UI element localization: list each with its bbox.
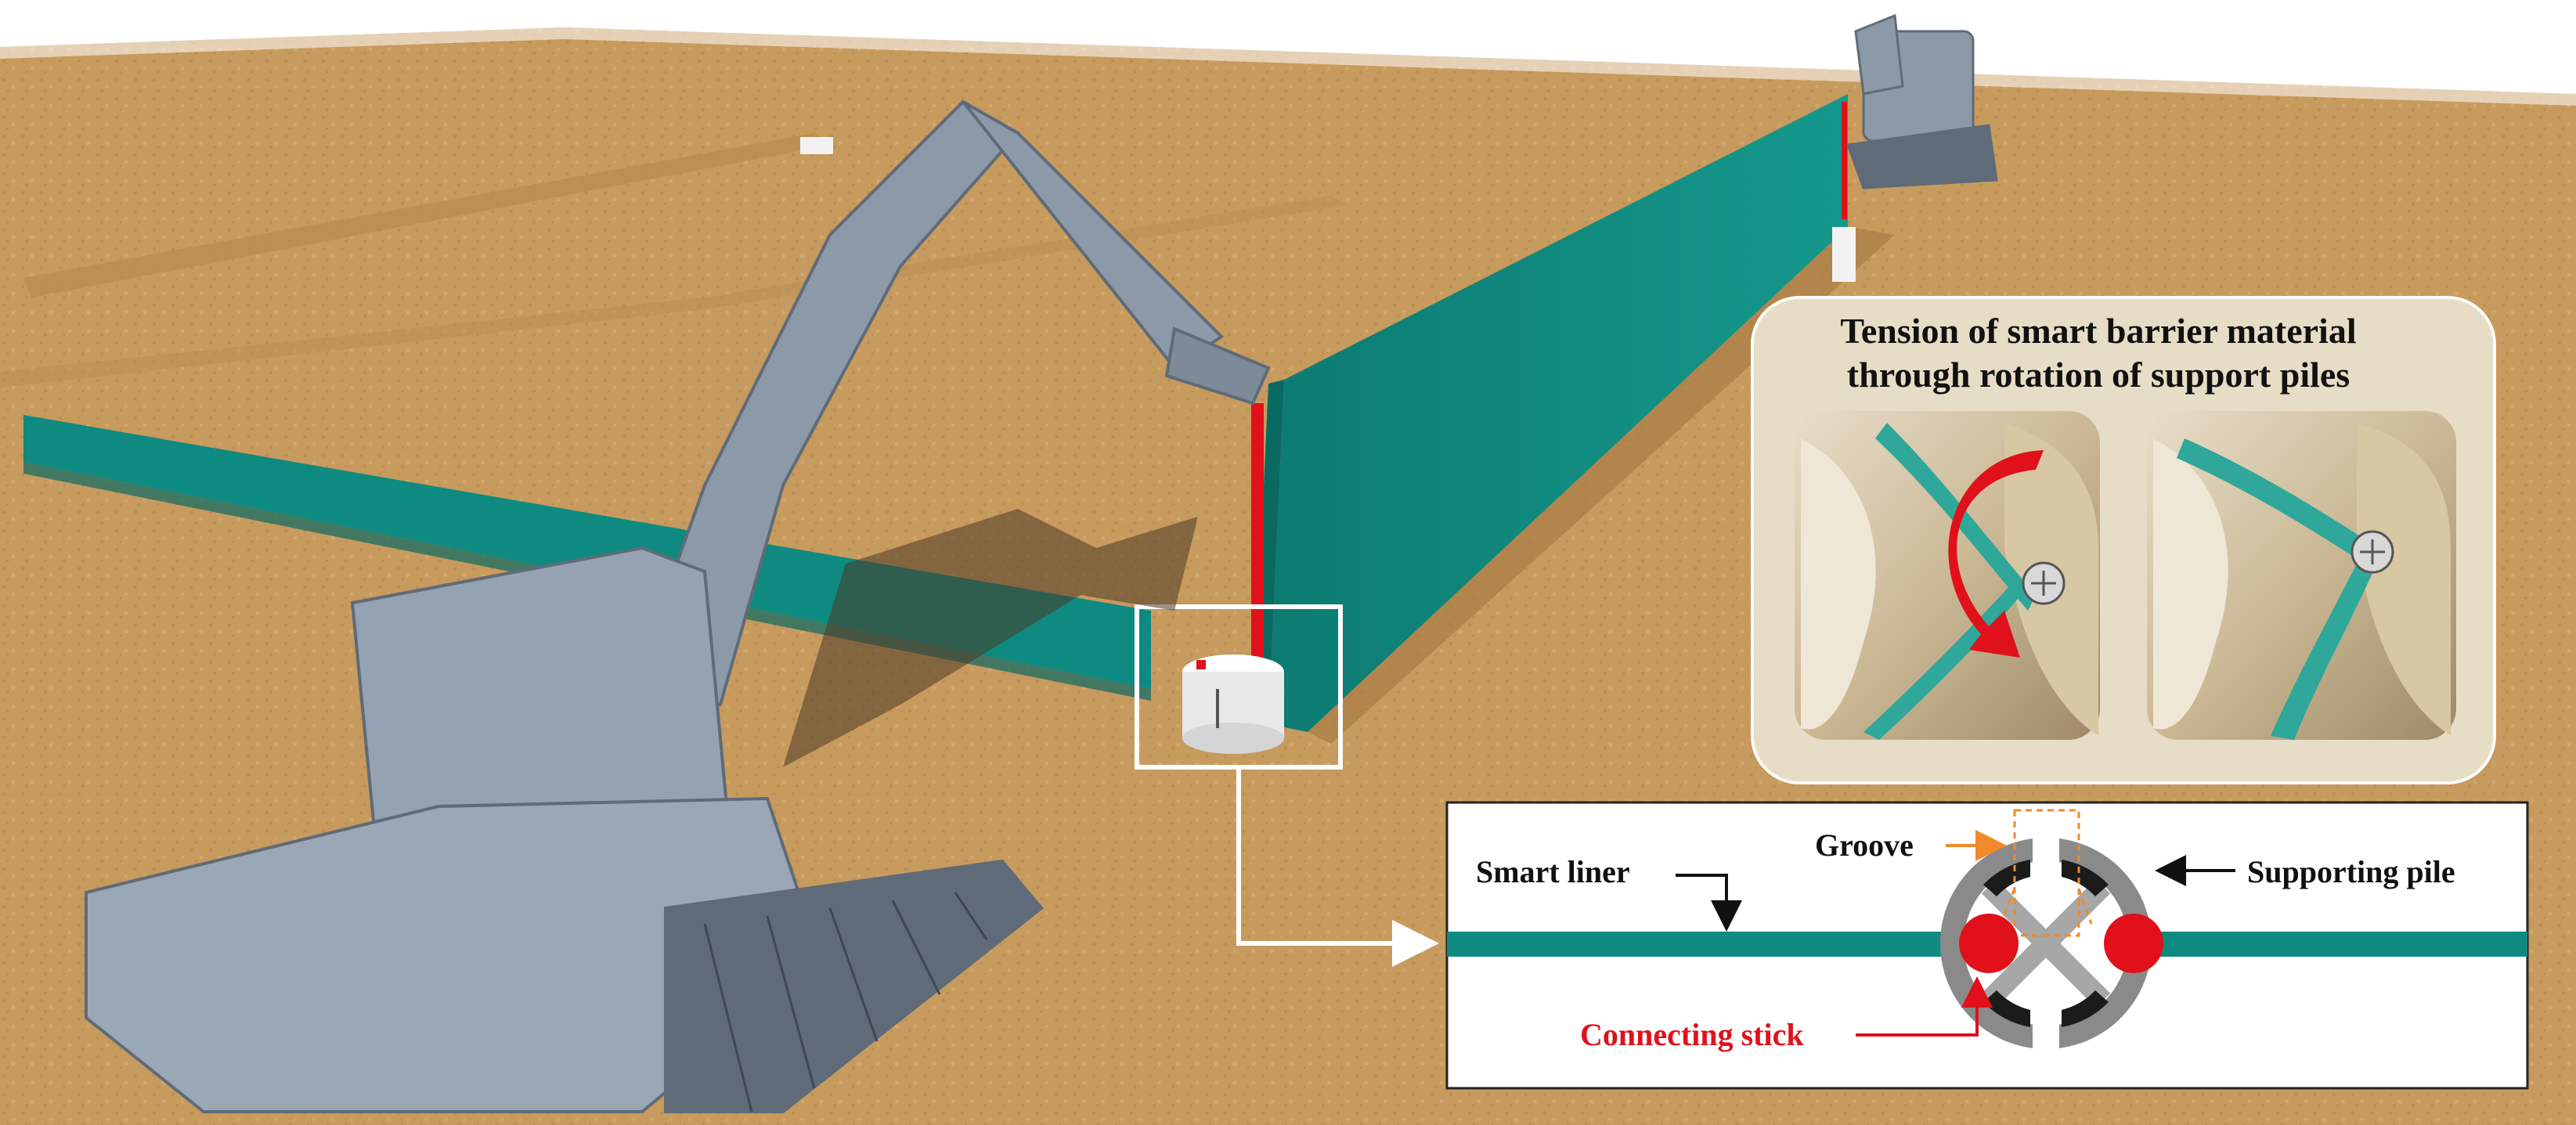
distant-pile <box>800 137 833 154</box>
callout-title-line1: Tension of smart barrier material <box>1840 311 2357 351</box>
excavator-icon <box>85 99 1271 1113</box>
supporting-pile-label: Supporting pile <box>2247 854 2455 889</box>
photo-before-rotation <box>1795 411 2100 740</box>
connecting-stick-label: Connecting stick <box>1580 1017 1804 1052</box>
distant-trench <box>23 133 830 297</box>
far-pile <box>1832 227 1856 282</box>
groove-label: Groove <box>1815 828 1914 863</box>
detail-supporting-pile <box>1940 835 2152 1053</box>
detail-liner-right <box>2144 932 2527 957</box>
distant-trench-2 <box>0 196 1347 388</box>
groove-marker <box>2013 809 2080 937</box>
smart-barrier-wall <box>1268 94 1848 732</box>
trench-edge <box>1308 227 1895 744</box>
rotation-arrow-icon <box>1948 450 2044 658</box>
connecting-stick-scene <box>1251 403 1264 669</box>
support-pile-scene <box>1182 654 1284 754</box>
leader-arrow <box>1236 767 1439 967</box>
smart-liner-label: Smart liner <box>1476 854 1630 889</box>
excavator-icon <box>1845 13 1998 189</box>
detail-connecting-stick-right <box>2104 914 2163 973</box>
callout-title: Tension of smart barrier material throug… <box>1762 309 2435 397</box>
excavator-track-treads <box>703 892 988 1112</box>
detail-connecting-stick-left <box>1959 914 2019 973</box>
connecting-stick-arrow <box>1856 976 1993 1037</box>
excavator-shadow <box>783 509 1198 767</box>
photo-after-rotation <box>2147 411 2456 740</box>
smart-liner-arrow <box>1676 874 1742 932</box>
connecting-stick-far <box>1842 102 1847 219</box>
callout-title-line2: through rotation of support piles <box>1846 355 2351 395</box>
detail-liner-left <box>1447 932 1948 957</box>
groove-marker-diag-2 <box>2077 888 2093 925</box>
